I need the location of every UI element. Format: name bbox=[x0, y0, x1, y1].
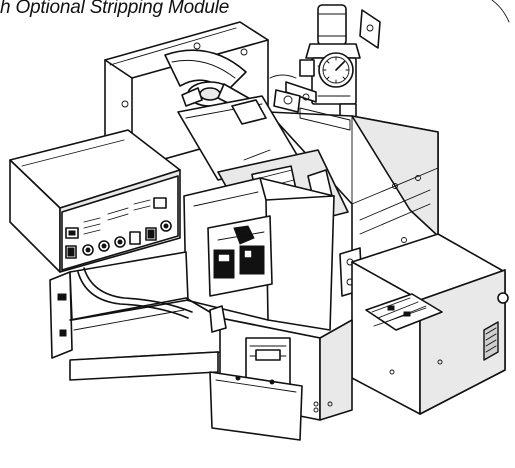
figure-caption: h Optional Stripping Module bbox=[0, 0, 230, 18]
lower-drawer bbox=[209, 305, 353, 441]
warning-label bbox=[207, 215, 273, 297]
control-panel bbox=[61, 175, 179, 271]
stripping-module-base bbox=[351, 233, 509, 415]
front-guard-door bbox=[183, 177, 335, 331]
page-corner-curve bbox=[491, 0, 510, 23]
pneumatic-regulator bbox=[269, 4, 381, 127]
control-box bbox=[9, 129, 181, 273]
